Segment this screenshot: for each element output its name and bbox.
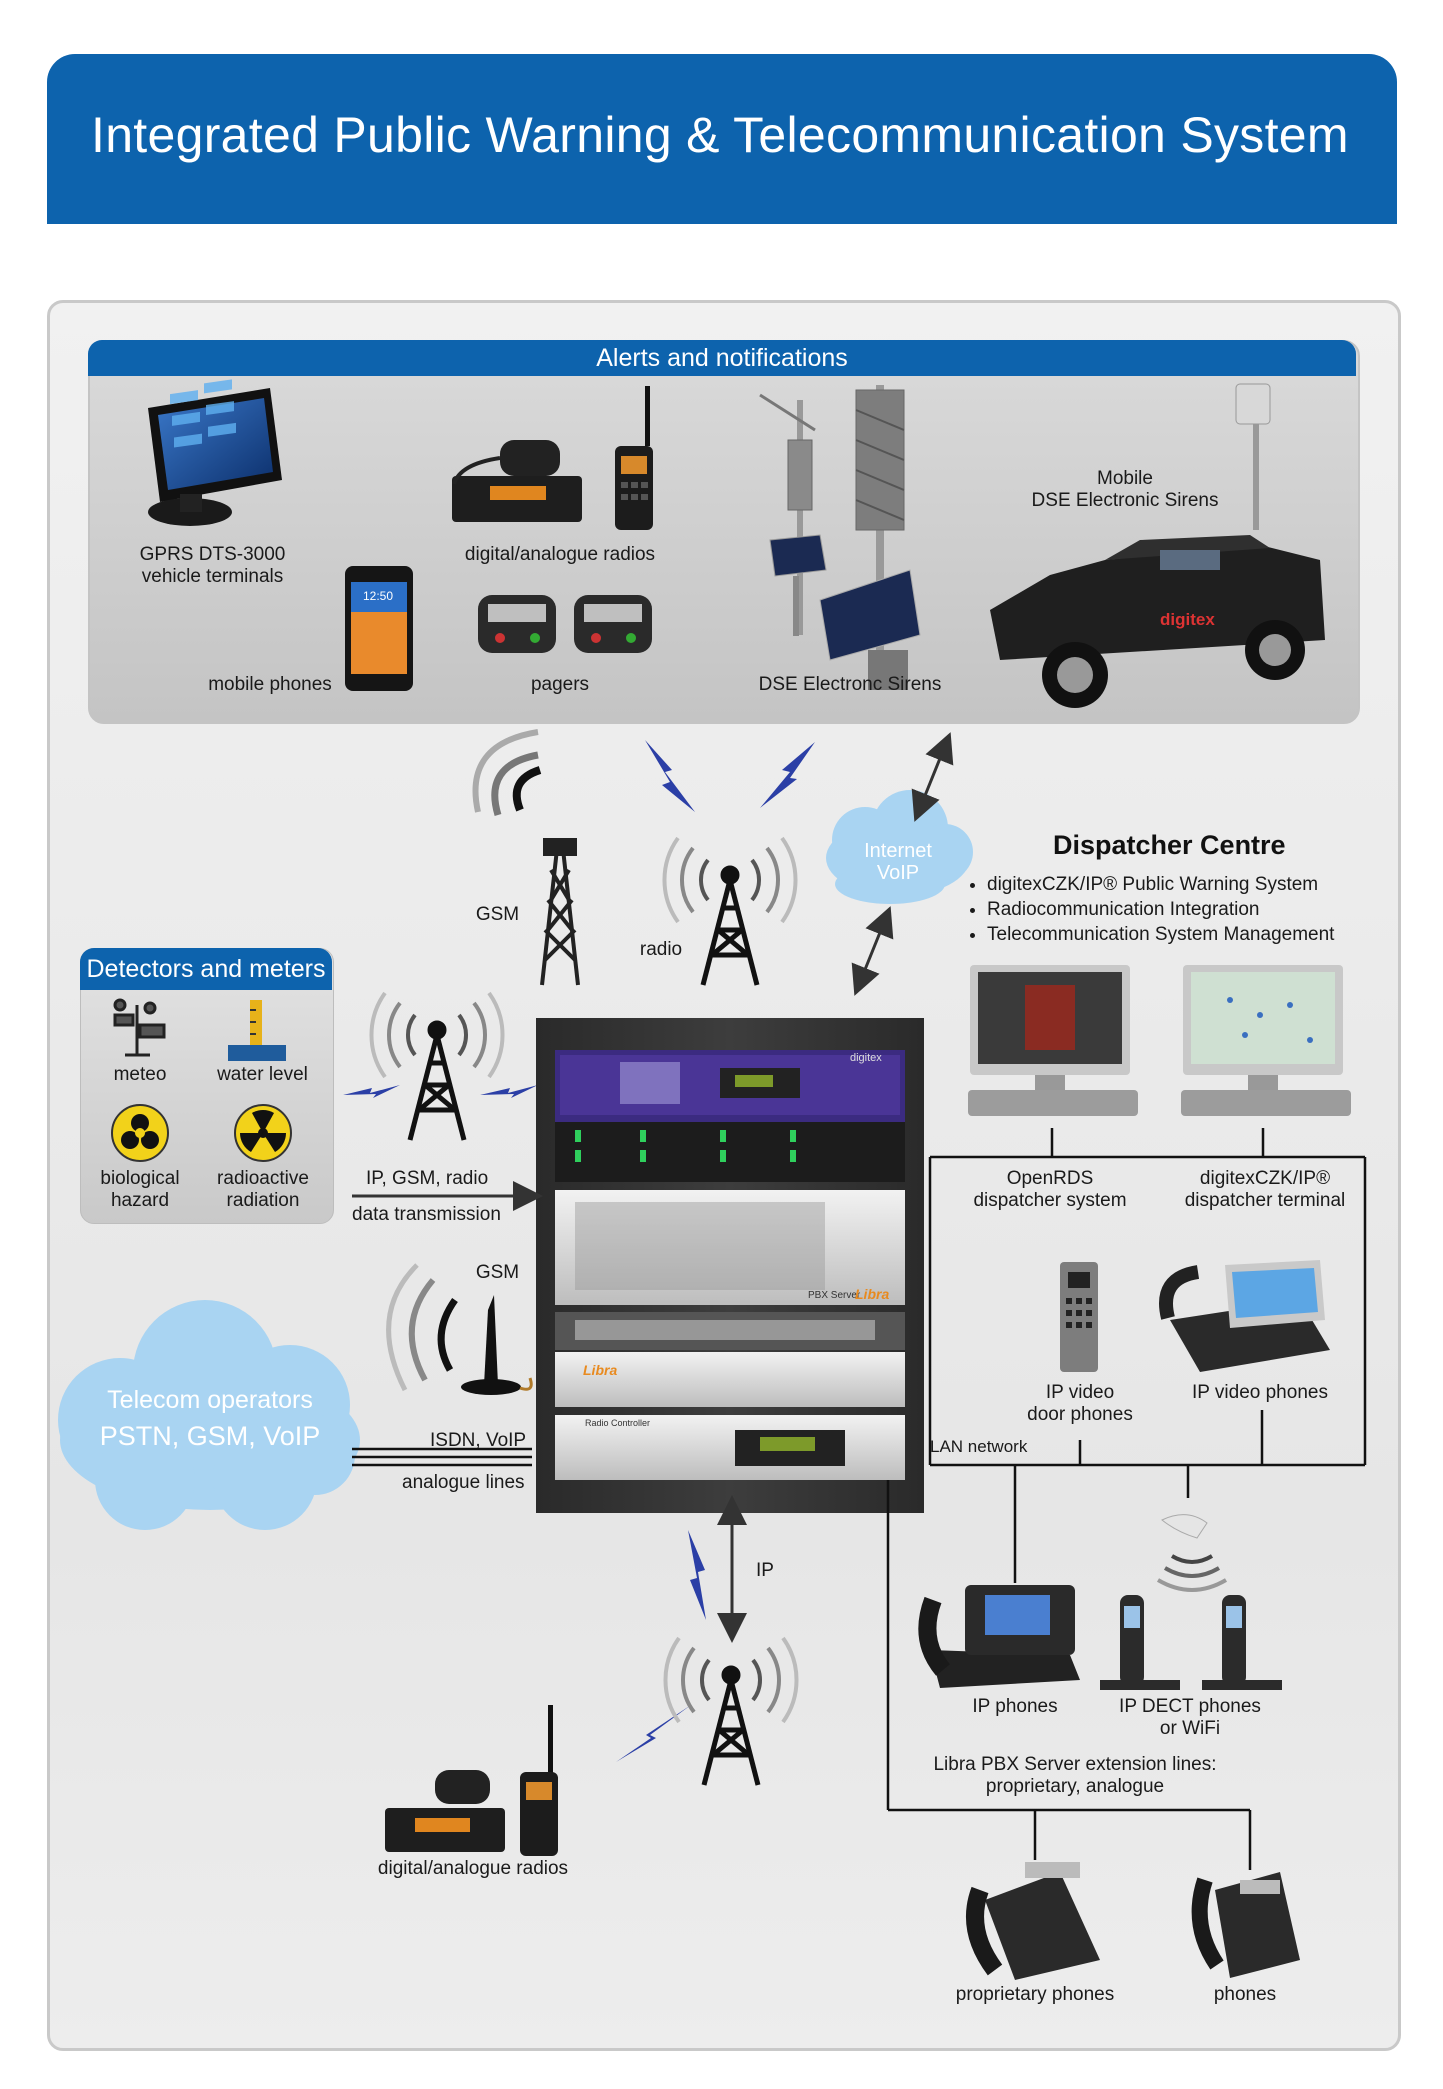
pager-icon [478, 595, 556, 653]
rack-brand-libra-2: Libra [583, 1362, 618, 1378]
detectors-header: Detectors and meters [80, 948, 332, 990]
door-phones-label: IP video door phones [1027, 1382, 1133, 1425]
gsm-antenna-icon [386, 1263, 533, 1395]
vehicle-terminals-label: GPRS DTS-3000 vehicle terminals [139, 544, 286, 587]
bottom-radio-tower-icon [663, 1636, 799, 1786]
telecom-operators-label: Telecom operators PSTN, GSM, VoIP [99, 1386, 321, 1451]
sirens-label: DSE Electronc Sirens [758, 674, 942, 695]
gsm-tower-icon [540, 838, 580, 986]
lan-network-label: LAN network [930, 1437, 1028, 1456]
meteo-label: meteo [113, 1064, 167, 1085]
gsm-signal-icon [472, 729, 542, 817]
phone-icon [1191, 1872, 1300, 1978]
radio-tower-icon [662, 836, 798, 986]
connection-lines [352, 1128, 1367, 1870]
dispatcher-title: Dispatcher Centre [1053, 830, 1286, 860]
svg-text:12:50: 12:50 [363, 589, 393, 603]
terminal-label: digitexCZK/IP® dispatcher terminal [1184, 1168, 1346, 1211]
pagers-label: pagers [530, 674, 590, 695]
proprietary-phone-icon [966, 1862, 1100, 1980]
analogue-lines-label: analogue lines [402, 1472, 525, 1493]
dect-label: IP DECT phones or WiFi [1119, 1696, 1261, 1739]
proprietary-phones-label: proprietary phones [955, 1984, 1115, 2005]
internet-voip-label: Internet VoIP [864, 840, 932, 884]
bolt-icons [343, 740, 815, 1762]
radiation-label: radioactive radiation [217, 1168, 309, 1211]
mobile-phones-label: mobile phones [208, 674, 332, 695]
pager-icon [574, 595, 652, 653]
phones-label: phones [1213, 1984, 1277, 2005]
alerts-header: Alerts and notifications [88, 340, 1356, 376]
svg-text:digitex: digitex [1160, 610, 1215, 629]
dispatcher-bullet: digitexCZK/IP® Public Warning System [987, 872, 1334, 897]
siren-car-icon: digitex [990, 383, 1325, 708]
dispatcher-bullet: Telecommunication System Management [987, 922, 1334, 947]
detectors-panel [80, 948, 334, 1224]
car-radio-icon [452, 440, 582, 522]
ip-phone-icon [918, 1585, 1080, 1688]
mobile-phone-icon: 12:50 [345, 566, 413, 691]
isdn-voip-label: ISDN, VoIP [430, 1430, 527, 1451]
video-phones-label: IP video phones [1192, 1382, 1328, 1403]
alerts-title: Alerts and notifications [596, 344, 848, 372]
door-phone-icon [1060, 1262, 1098, 1372]
openrds-label: OpenRDS dispatcher system [973, 1168, 1127, 1211]
detectors-title: Detectors and meters [86, 955, 326, 983]
title-banner: Integrated Public Warning & Telecommunic… [47, 54, 1397, 224]
gsm-mid-label: GSM [475, 1262, 520, 1283]
mobile-sirens-label: Mobile DSE Electronic Sirens [1031, 468, 1219, 511]
bottom-handheld-radio-icon [520, 1705, 558, 1856]
detectors-radio-tower-icon [369, 991, 505, 1141]
rack-brand-radio-controller: Radio Controller [585, 1418, 651, 1428]
meteo-icon [113, 998, 166, 1057]
solar-panel-icon [769, 534, 921, 690]
bottom-car-radio-icon [385, 1770, 505, 1852]
rack-brand-digitex: digitex [850, 1052, 882, 1064]
server-rack [536, 1018, 924, 1513]
ip-gsm-radio-label: IP, GSM, radio [366, 1168, 489, 1189]
biohazard-icon [111, 1104, 169, 1162]
terminal-monitor-icon [1181, 965, 1351, 1116]
biohazard-label: biological hazard [100, 1168, 180, 1211]
openrds-monitor-icon [968, 965, 1138, 1116]
dect-base-icon [1156, 1514, 1228, 1592]
dispatcher-bullets: digitexCZK/IP® Public Warning System Rad… [965, 872, 1334, 947]
dispatcher-bullet: Radiocommunication Integration [987, 897, 1334, 922]
bottom-radios-label: digital/analogue radios [377, 1858, 569, 1879]
video-phone-icon [1159, 1260, 1330, 1372]
vehicle-terminal-icon [148, 379, 282, 526]
rack-brand-libra: Libra [855, 1286, 890, 1302]
rack-brand-pbx: PBX Server [808, 1290, 861, 1301]
gsm-top-label: GSM [475, 904, 520, 925]
radios-label: digital/analogue radios [464, 544, 656, 565]
arrows [352, 732, 954, 1643]
handheld-radio-icon [615, 386, 653, 530]
radiation-icon [234, 1104, 292, 1162]
internet-cloud [826, 790, 973, 904]
data-transmission-label: data transmission [352, 1204, 501, 1225]
radio-label: radio [639, 939, 683, 960]
dect-phone-icon [1100, 1595, 1282, 1690]
water-level-icon [228, 1000, 286, 1061]
water-level-label: water level [217, 1064, 308, 1085]
page-title: Integrated Public Warning & Telecommunic… [91, 107, 1349, 163]
ip-label: IP [756, 1560, 774, 1581]
extension-lines-label: Libra PBX Server extension lines: propri… [933, 1754, 1217, 1797]
ip-phones-label: IP phones [972, 1696, 1058, 1717]
telecom-cloud [58, 1300, 360, 1530]
